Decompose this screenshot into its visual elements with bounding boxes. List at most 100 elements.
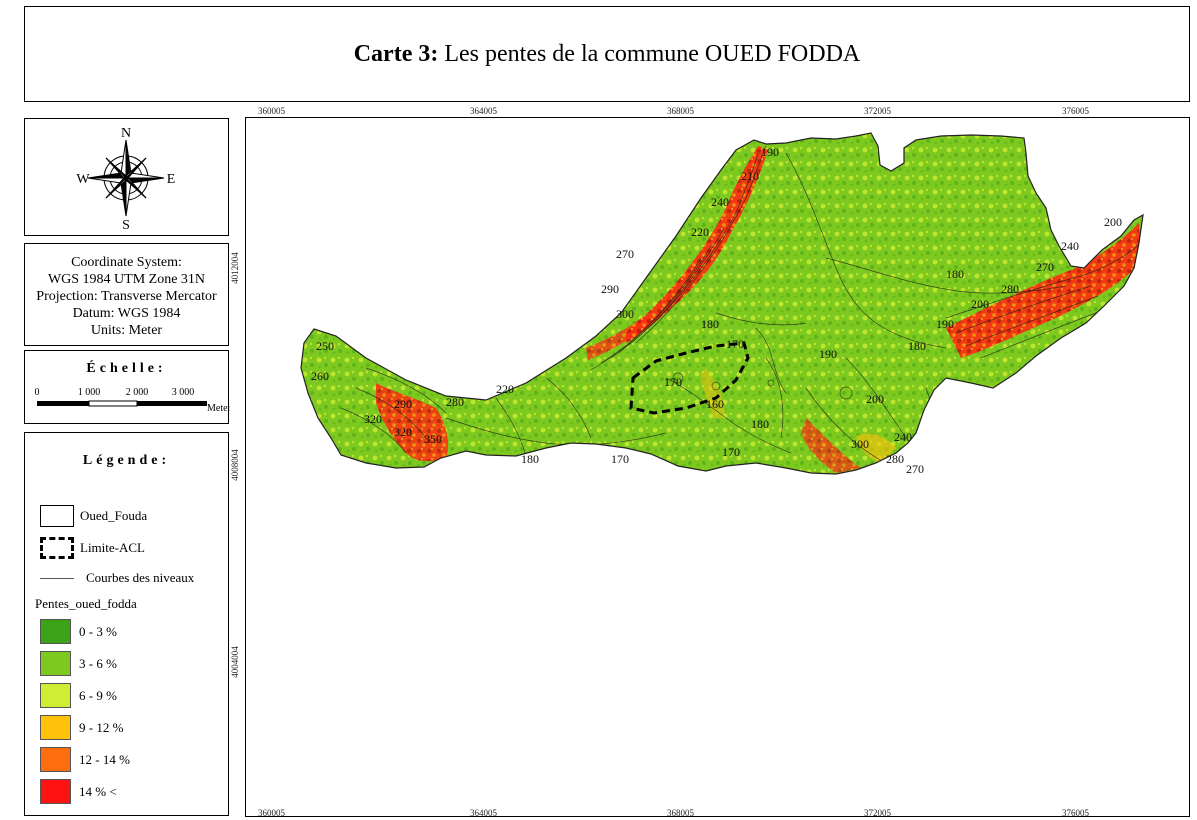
grid-tick-top: 364005 (470, 106, 497, 116)
contour-label: 180 (946, 267, 964, 281)
scale-label: 3 000 (172, 387, 195, 398)
legend-label: 12 - 14 % (79, 751, 130, 767)
contour-label: 170 (664, 375, 682, 389)
contour-label: 350 (424, 432, 442, 446)
map-title-text: Les pentes de la commune OUED FODDA (438, 40, 861, 67)
grid-tick-top: 368005 (667, 106, 694, 116)
legend-class-4: 12 - 14 % (40, 747, 130, 772)
scale-panel: Échelle: 0 1 000 2 000 3 000 Meters (24, 350, 235, 424)
legend-label: Oued_Fouda (80, 508, 148, 523)
contour-label: 190 (936, 317, 954, 331)
legend-class-1: 3 - 6 % (40, 651, 117, 676)
legend-class-2: 6 - 9 % (40, 683, 117, 708)
legend-swatch (40, 747, 71, 772)
compass-east-label: E (167, 172, 176, 187)
scale-bar: 0 1 000 2 000 3 000 Meters (35, 387, 235, 414)
scale-title: Échelle: (86, 361, 167, 376)
grid-tick-bottom: 360005 (258, 808, 285, 818)
legend-slopes-title: Pentes_oued_fodda (35, 596, 137, 612)
legend-swatch (40, 715, 71, 740)
legend-class-5: 14 % < (40, 779, 117, 804)
legend-class-3: 9 - 12 % (40, 715, 123, 740)
acl-symbol (40, 537, 74, 559)
contour-label: 290 (394, 397, 412, 411)
contour-label: 220 (691, 225, 709, 239)
contour-label: 180 (908, 339, 926, 353)
contour-label: 200 (1104, 215, 1122, 229)
contour-label: 270 (616, 247, 634, 261)
coord-line: Coordinate System: (71, 255, 182, 270)
legend-label: 9 - 12 % (79, 719, 124, 735)
grid-tick-bottom: 372005 (864, 808, 891, 818)
contour-label: 290 (601, 282, 619, 296)
grid-tick-top: 372005 (864, 106, 891, 116)
contour-label: 210 (741, 169, 759, 183)
legend-label: Limite-ACL (80, 540, 145, 555)
legend-swatch (40, 619, 71, 644)
contour-label: 180 (521, 452, 539, 466)
contour-label: 260 (311, 369, 329, 383)
scale-label: 2 000 (126, 387, 149, 398)
north-arrow-panel: N S E W (24, 118, 229, 236)
contour-label: 240 (894, 430, 912, 444)
acl-boundary (629, 341, 750, 415)
contour-label: 280 (446, 395, 464, 409)
grid-tick-left: 4012004 (229, 252, 240, 284)
contour-label: 280 (886, 452, 904, 466)
legend-item-boundary: Oued_Fouda (40, 505, 147, 527)
slope-map[interactable]: 170 190 210 240 220 270 290 300 180 200 … (246, 118, 1190, 817)
legend-item-contours: Courbes des niveaux (40, 570, 194, 586)
legend-label: Courbes des niveaux (86, 570, 195, 585)
contour-label: 320 (394, 425, 412, 439)
map-frame[interactable]: 170 190 210 240 220 270 290 300 180 200 … (245, 117, 1190, 817)
compass-west-label: W (76, 172, 90, 187)
map-title-prefix: Carte 3: (353, 40, 439, 67)
contour-symbol (40, 577, 74, 579)
contour-label: 320 (364, 412, 382, 426)
grid-tick-top: 376005 (1062, 106, 1089, 116)
scale-label: 1 000 (78, 387, 101, 398)
coord-line: WGS 1984 UTM Zone 31N (47, 272, 206, 287)
legend-swatch (40, 683, 71, 708)
legend-panel: Légende: Oued_Fouda Limite-ACL Courbes d… (24, 432, 229, 816)
scale-label: 0 (35, 387, 40, 398)
legend-class-0: 0 - 3 % (40, 619, 117, 644)
contour-label: 240 (1061, 239, 1079, 253)
contour-label: 240 (711, 195, 729, 209)
legend-label: 6 - 9 % (79, 687, 117, 703)
coordinate-system-panel: Coordinate System: WGS 1984 UTM Zone 31N… (24, 243, 229, 346)
contour-label: 280 (1001, 282, 1019, 296)
contour-label: 200 (971, 297, 989, 311)
coord-line: Datum: WGS 1984 (72, 306, 181, 321)
legend-swatch (40, 779, 71, 804)
boundary-symbol (40, 505, 74, 527)
grid-tick-bottom: 368005 (667, 808, 694, 818)
contour-label: 220 (496, 382, 514, 396)
contour-label: 170 (722, 445, 740, 459)
contour-label: 170 (611, 452, 629, 466)
legend-label: Pentes_oued_fodda (35, 596, 137, 611)
grid-tick-bottom: 376005 (1062, 808, 1089, 818)
contour-label: 160 (706, 397, 724, 411)
contour-label: 300 (616, 307, 634, 321)
scale-unit-label: Meters (207, 403, 230, 414)
legend-label: 0 - 3 % (79, 623, 117, 639)
contour-label: 300 (851, 437, 869, 451)
legend-item-acl: Limite-ACL (40, 537, 145, 559)
legend-label: 14 % < (79, 783, 117, 799)
contour-label: 180 (751, 417, 769, 431)
legend-swatch (40, 651, 71, 676)
contour-label: 190 (761, 145, 779, 159)
contour-label: 270 (906, 462, 924, 476)
contour-label: 180 (701, 317, 719, 331)
grid-tick-left: 4008004 (229, 449, 240, 481)
contour-label: 200 (866, 392, 884, 406)
coord-line: Projection: Transverse Mercator (36, 289, 217, 304)
coord-line: Units: Meter (90, 323, 163, 338)
map-title: Carte 3: Les pentes de la commune OUED F… (24, 6, 1190, 102)
compass-rose-icon: N S E W (76, 126, 176, 233)
grid-tick-top: 360005 (258, 106, 285, 116)
grid-tick-left: 4004004 (229, 646, 240, 678)
contour-label: 170 (726, 337, 744, 351)
contour-label: 190 (819, 347, 837, 361)
